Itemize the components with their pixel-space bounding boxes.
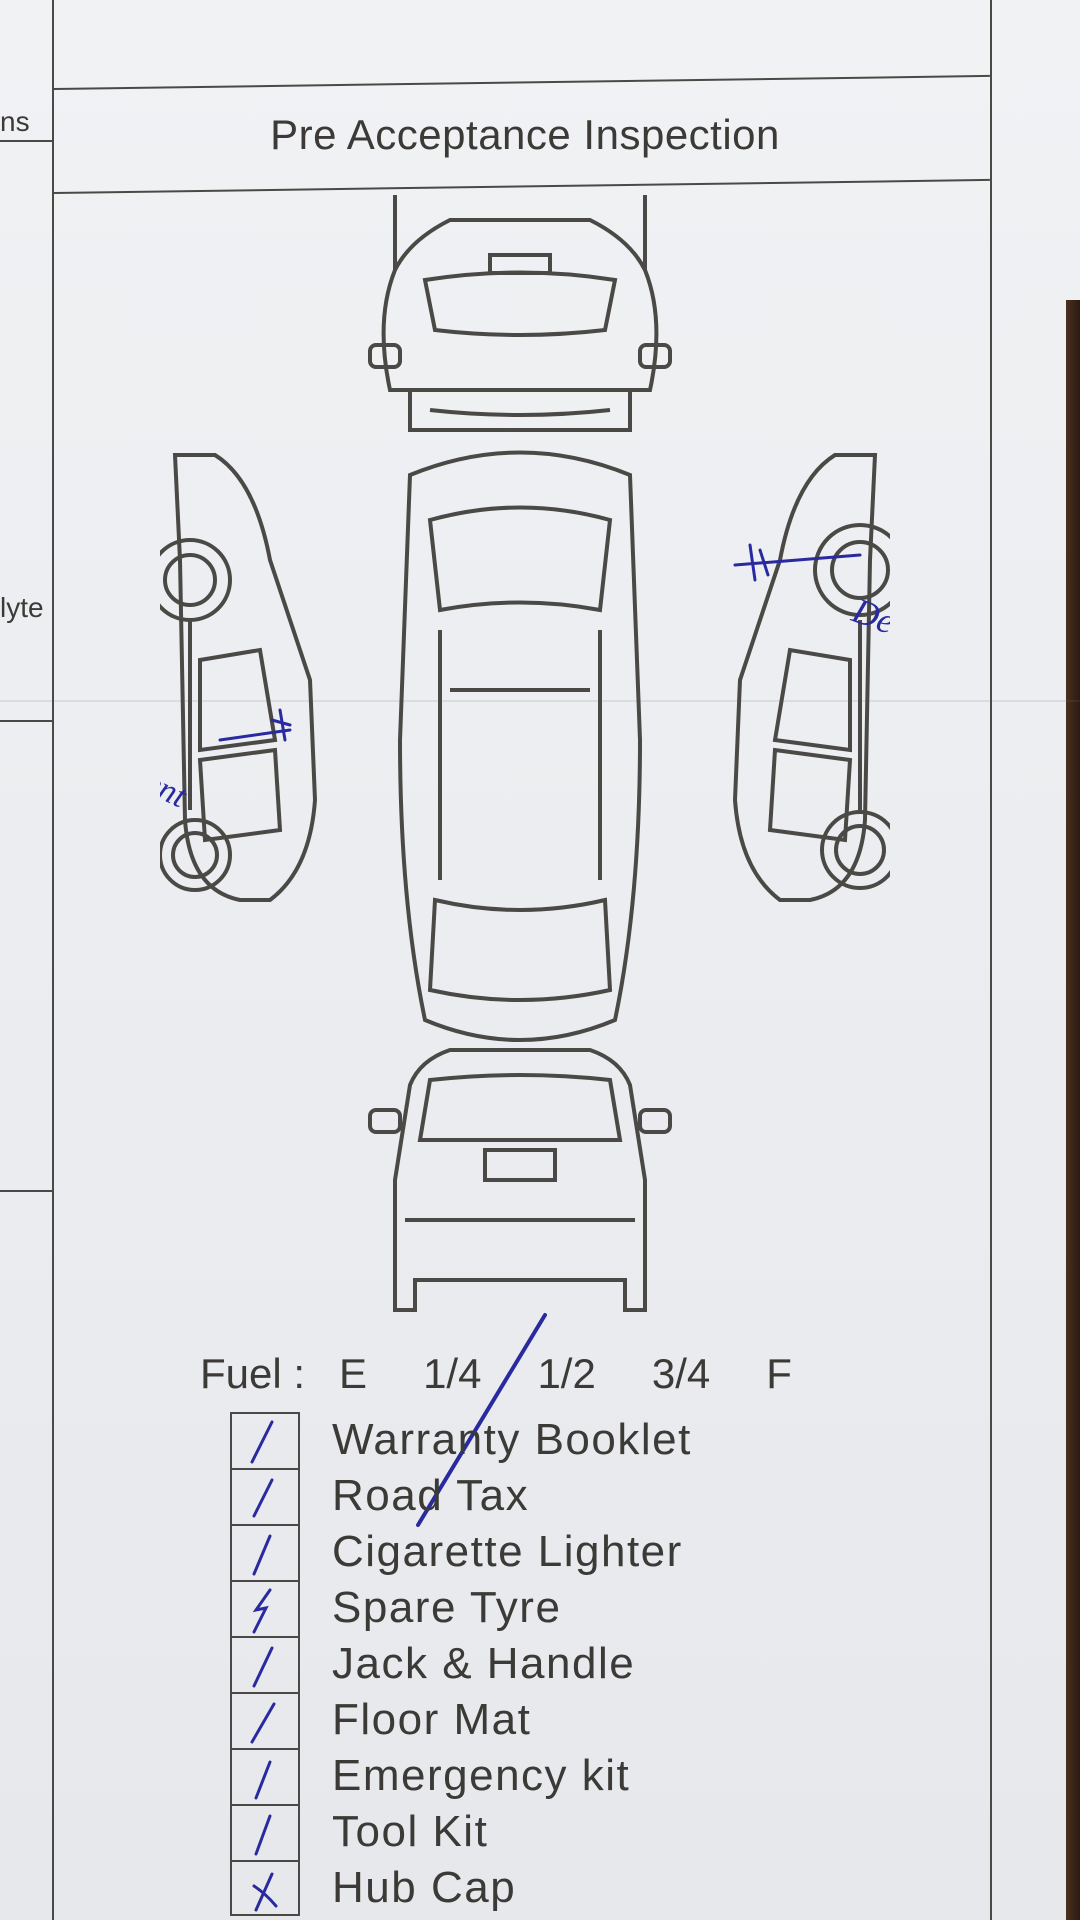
checklist-label: Hub Cap	[332, 1863, 517, 1912]
car-left-side-view	[160, 453, 318, 902]
left-column-line	[0, 140, 52, 142]
fuel-gauge-row: Fuel : E 1/4 1/2 3/4 F	[200, 1350, 792, 1398]
checkbox-tool-kit[interactable]	[230, 1804, 300, 1860]
fuel-level-quarter[interactable]: 1/4	[423, 1350, 482, 1397]
checklist-item: Warranty Booklet	[230, 1412, 692, 1468]
left-dent-line	[218, 728, 292, 742]
tick-icon	[250, 1702, 276, 1744]
frame-top-line	[53, 74, 990, 90]
tick-icon	[254, 1814, 272, 1856]
checkbox-warranty-booklet[interactable]	[230, 1412, 300, 1468]
checkbox-road-tax[interactable]	[230, 1468, 300, 1524]
frame-right-line	[990, 0, 992, 1920]
fuel-level-full[interactable]: F	[766, 1350, 792, 1397]
fuel-label: Fuel :	[200, 1350, 306, 1397]
checkbox-emergency-kit[interactable]	[230, 1748, 300, 1804]
checklist-label: Cigarette Lighter	[332, 1527, 683, 1576]
checkbox-floor-mat[interactable]	[230, 1692, 300, 1748]
checklist-item: Spare Tyre	[230, 1580, 692, 1636]
frame-left-line	[52, 0, 54, 1920]
checklist-label: Jack & Handle	[332, 1639, 636, 1688]
right-dent-scribble	[748, 543, 770, 582]
checklist-item: Tool Kit	[230, 1804, 692, 1860]
form-title: Pre Acceptance Inspection	[270, 111, 780, 158]
checkbox-jack-handle[interactable]	[230, 1636, 300, 1692]
fuel-mark-stroke	[416, 1313, 547, 1527]
car-rear-view	[368, 1048, 672, 1312]
checklist-label: Emergency kit	[332, 1751, 631, 1800]
cross-icon	[252, 1872, 278, 1912]
checklist-label: Tool Kit	[332, 1807, 489, 1856]
car-right-side-view	[732, 453, 890, 902]
tick-icon	[252, 1588, 272, 1634]
car-top-view	[397, 450, 643, 1042]
right-dent-line	[733, 553, 862, 567]
checklist-item: Hub Cap	[230, 1860, 692, 1916]
car-front-view	[368, 195, 672, 432]
checkbox-hub-cap[interactable]	[230, 1860, 300, 1916]
items-checklist: Warranty Booklet Road Tax Cigarette Ligh…	[230, 1412, 692, 1916]
ink-annotations	[218, 543, 862, 742]
checklist-label: Spare Tyre	[332, 1583, 562, 1632]
fuel-level-three-quarter[interactable]: 3/4	[651, 1350, 711, 1397]
fuel-level-half[interactable]: 1/2	[537, 1350, 596, 1397]
left-column-line-3	[0, 1190, 52, 1192]
tick-icon	[252, 1646, 274, 1688]
checklist-item: Cigarette Lighter	[230, 1524, 692, 1580]
checklist-label: Warranty Booklet	[332, 1415, 692, 1464]
left-fragment-2: lyte	[0, 592, 44, 623]
checklist-item: Emergency kit	[230, 1748, 692, 1804]
tick-icon	[252, 1478, 274, 1518]
fuel-level-e[interactable]: E	[339, 1350, 368, 1397]
tick-icon	[250, 1420, 274, 1464]
checklist-label: Road Tax	[332, 1471, 530, 1520]
checklist-item: Road Tax	[230, 1468, 692, 1524]
tick-icon	[252, 1534, 272, 1576]
checklist-label: Floor Mat	[332, 1695, 532, 1744]
checklist-item: Jack & Handle	[230, 1636, 692, 1692]
paper-edge	[1066, 300, 1080, 1920]
car-inspection-diagram: Dent Dent	[160, 195, 890, 1312]
left-fragment-1: ns	[0, 106, 30, 137]
left-dent-scribble	[270, 708, 292, 742]
checklist-item: Floor Mat	[230, 1692, 692, 1748]
tick-icon	[254, 1760, 272, 1800]
checkbox-spare-tyre[interactable]	[230, 1580, 300, 1636]
checkbox-cigarette-lighter[interactable]	[230, 1524, 300, 1580]
paper-fold	[0, 700, 1080, 702]
left-column-line-2	[0, 720, 52, 722]
